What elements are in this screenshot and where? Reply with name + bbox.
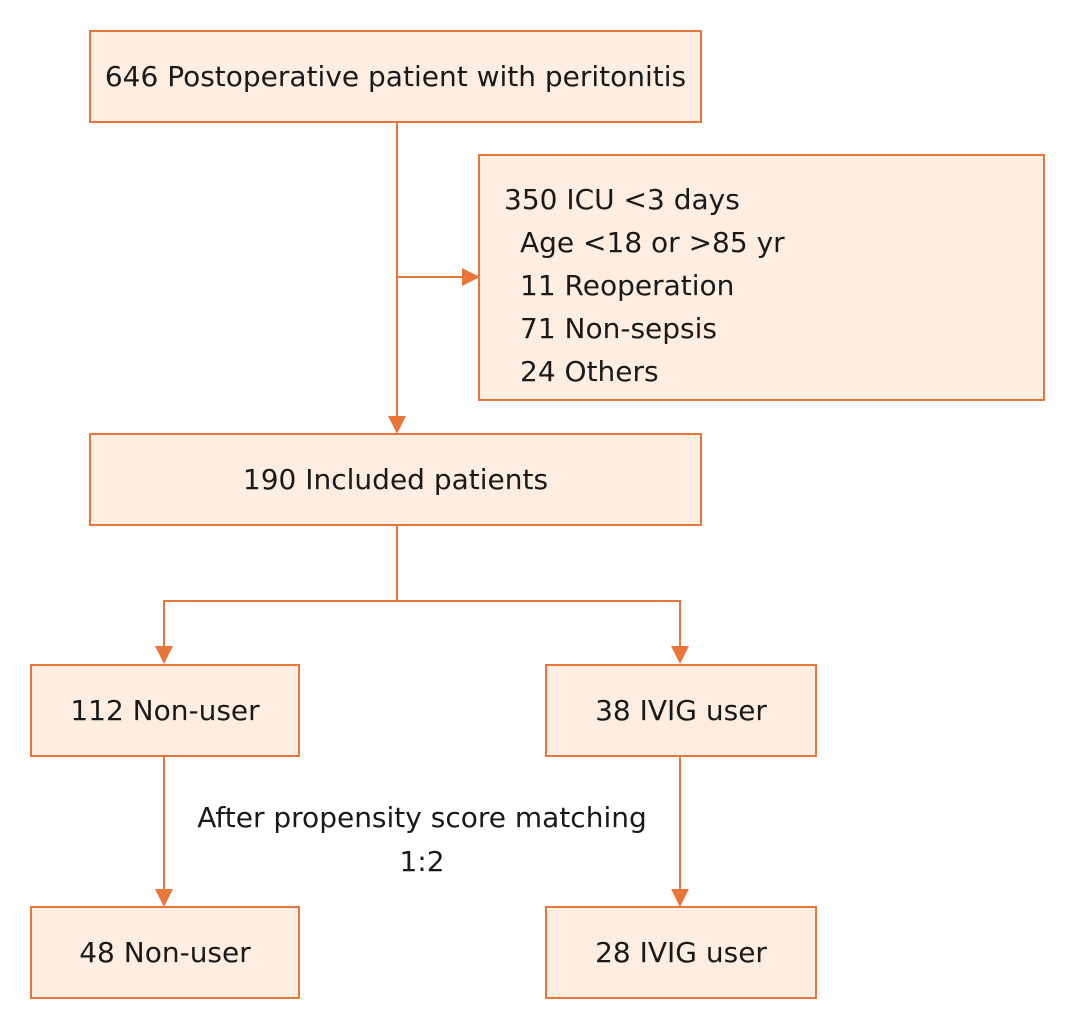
matching-note-ratio: 1:2 bbox=[399, 845, 445, 878]
non-user-label: 112 Non-user bbox=[70, 694, 260, 727]
included-patients-box: 190 Included patients bbox=[89, 433, 702, 526]
exclusion-item: 24 Others bbox=[520, 355, 659, 388]
included-patients-label: 190 Included patients bbox=[242, 463, 549, 496]
non-user-box: 112 Non-user bbox=[30, 664, 300, 757]
exclusion-item: 11 Reoperation bbox=[520, 269, 735, 302]
arrow-split-to-non-user bbox=[155, 526, 398, 664]
matching-note-method: After propensity score matching bbox=[197, 801, 647, 834]
exclusion-header: 350 ICU <3 days bbox=[504, 183, 740, 216]
start-population-box: 646 Postoperative patient with peritonit… bbox=[89, 30, 702, 123]
matched-ivig-user-label: 28 IVIG user bbox=[595, 936, 767, 969]
arrow-split-to-ivig-user bbox=[397, 600, 689, 664]
exclusion-item: Age <18 or >85 yr bbox=[520, 226, 785, 259]
matched-non-user-box: 48 Non-user bbox=[30, 906, 300, 999]
ivig-user-label: 38 IVIG user bbox=[595, 694, 767, 727]
exclusion-item: 71 Non-sepsis bbox=[520, 312, 717, 345]
matched-non-user-label: 48 Non-user bbox=[79, 936, 251, 969]
matched-ivig-user-box: 28 IVIG user bbox=[545, 906, 817, 999]
matching-note: After propensity score matching 1:2 bbox=[172, 796, 672, 884]
start-population-label: 646 Postoperative patient with peritonit… bbox=[104, 60, 687, 93]
ivig-user-box: 38 IVIG user bbox=[545, 664, 817, 757]
exclusion-box: 350 ICU <3 days Age <18 or >85 yr 11 Reo… bbox=[478, 154, 1045, 401]
